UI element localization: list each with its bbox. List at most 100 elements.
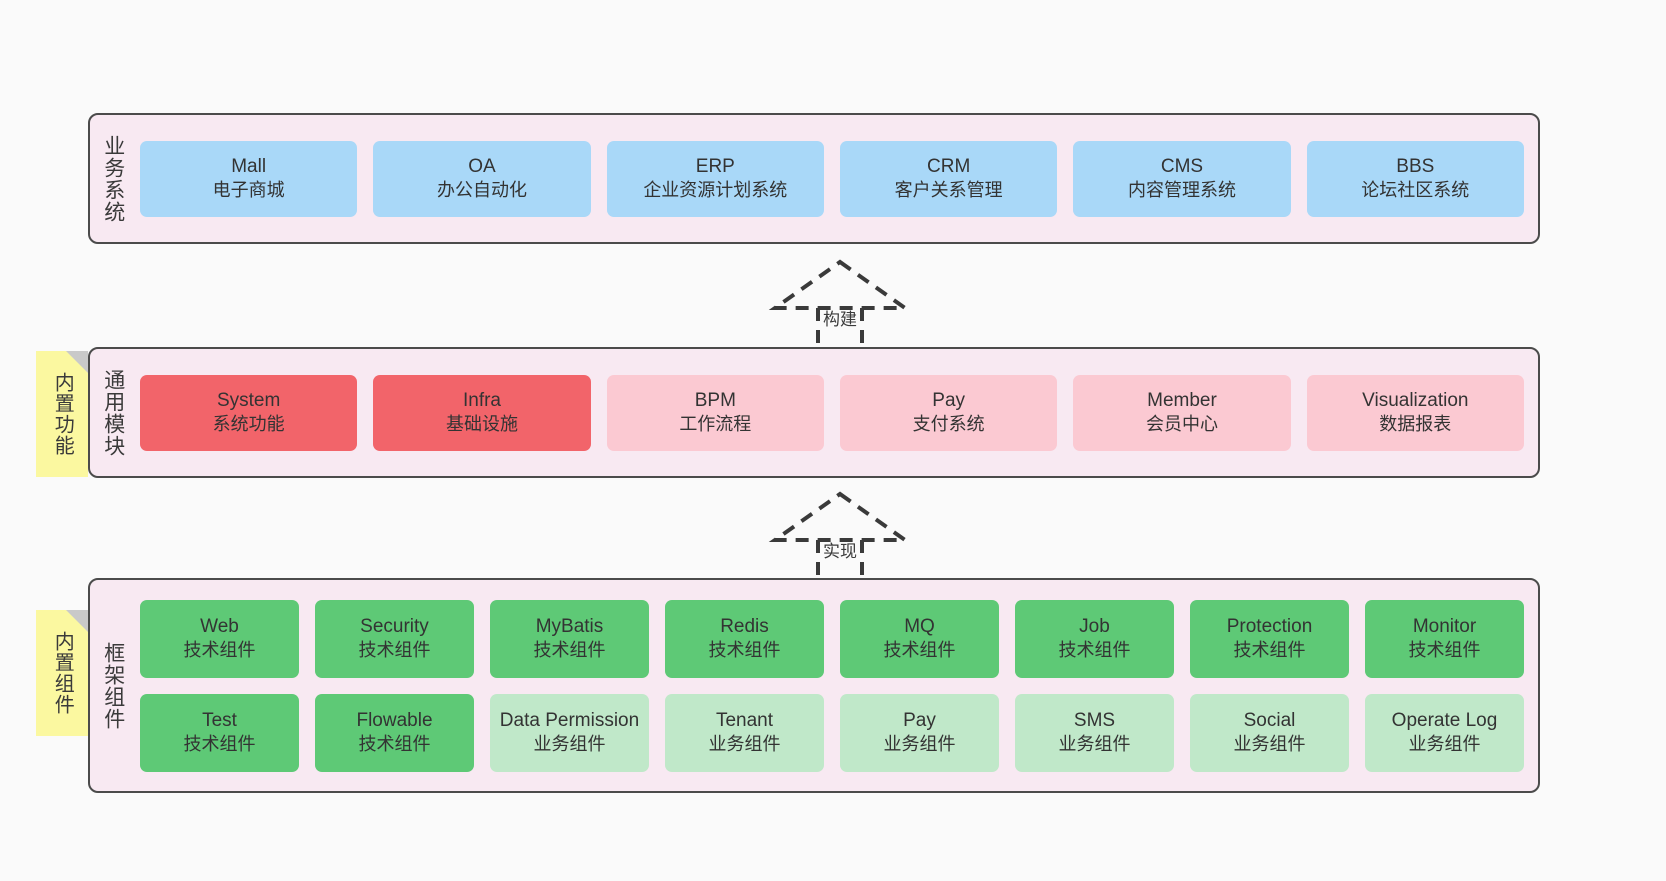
card-title: Member (1147, 389, 1217, 411)
layer-framework-component: 框架组件 Web 技术组件 Security 技术组件 MyBatis 技术组件… (88, 578, 1540, 793)
card-title: Protection (1226, 615, 1313, 637)
card-title: Security (360, 615, 429, 637)
card-bbs[interactable]: BBS 论坛社区系统 (1306, 140, 1524, 217)
card-mall[interactable]: Mall 电子商城 (140, 140, 358, 217)
card-subtitle: 技术组件 (183, 734, 256, 755)
note-builtin-feature: 内置功能 (36, 351, 88, 477)
card-subtitle: 技术组件 (183, 640, 256, 661)
card-monitor[interactable]: Monitor 技术组件 (1365, 599, 1524, 678)
card-title: Mall (231, 155, 267, 177)
card-subtitle: 技术组件 (358, 640, 431, 661)
card-title: Infra (462, 389, 501, 411)
card-subtitle: 技术组件 (533, 640, 606, 661)
card-title: Data Permission (499, 709, 640, 731)
card-subtitle: 客户关系管理 (894, 180, 1003, 201)
card-title: MyBatis (535, 615, 604, 637)
card-subtitle: 办公自动化 (436, 180, 527, 201)
card-job[interactable]: Job 技术组件 (1015, 599, 1174, 678)
card-web[interactable]: Web 技术组件 (140, 599, 299, 678)
card-operate-log[interactable]: Operate Log 业务组件 (1365, 693, 1524, 772)
card-subtitle: 业务组件 (1233, 734, 1306, 755)
card-mybatis[interactable]: MyBatis 技术组件 (490, 599, 649, 678)
card-subtitle: 基础设施 (445, 414, 518, 435)
card-title: BPM (694, 389, 736, 411)
card-row-tech: Web 技术组件 Security 技术组件 MyBatis 技术组件 Redi… (140, 599, 1524, 678)
card-subtitle: 业务组件 (1058, 734, 1131, 755)
card-cms[interactable]: CMS 内容管理系统 (1073, 140, 1291, 217)
card-subtitle: 技术组件 (1058, 640, 1131, 661)
card-flowable[interactable]: Flowable 技术组件 (315, 693, 474, 772)
connector-label: 实现 (823, 542, 857, 561)
card-social[interactable]: Social 业务组件 (1190, 693, 1349, 772)
card-subtitle: 论坛社区系统 (1361, 180, 1470, 201)
card-pay[interactable]: Pay 支付系统 (839, 374, 1058, 451)
layer-title-common: 通用模块 (101, 368, 125, 457)
card-subtitle: 业务组件 (533, 734, 606, 755)
connector-label: 构建 (823, 310, 857, 329)
card-member[interactable]: Member 会员中心 (1073, 374, 1291, 451)
card-title: Pay (932, 389, 966, 411)
card-subtitle: 技术组件 (1233, 640, 1306, 661)
card-title: OA (468, 155, 496, 177)
note-builtin-component: 内置组件 (36, 610, 88, 736)
card-row: System 系统功能 Infra 基础设施 BPM 工作流程 Pay 支付系统… (140, 374, 1524, 451)
note-fold-corner-icon (66, 351, 88, 373)
card-title: System (216, 389, 281, 411)
card-title: CMS (1160, 155, 1204, 177)
card-title: SMS (1073, 709, 1116, 731)
card-subtitle: 业务组件 (1408, 734, 1481, 755)
layer-title-framework: 框架组件 (101, 641, 125, 730)
card-tenant[interactable]: Tenant 业务组件 (665, 693, 824, 772)
layer-body-business: Mall 电子商城 OA 办公自动化 ERP 企业资源计划系统 CRM 客户关系… (136, 115, 1538, 242)
card-title: Tenant (715, 709, 774, 731)
card-subtitle: 企业资源计划系统 (643, 180, 788, 201)
card-test[interactable]: Test 技术组件 (140, 693, 299, 772)
card-subtitle: 数据报表 (1379, 414, 1452, 435)
card-subtitle: 系统功能 (212, 414, 285, 435)
card-erp[interactable]: ERP 企业资源计划系统 (606, 140, 824, 217)
card-title: CRM (927, 155, 971, 177)
card-redis[interactable]: Redis 技术组件 (665, 599, 824, 678)
realization-arrow-icon (768, 491, 912, 584)
card-title: Monitor (1412, 615, 1477, 637)
card-subtitle: 电子商城 (212, 180, 285, 201)
card-protection[interactable]: Protection 技术组件 (1190, 599, 1349, 678)
card-subtitle: 技术组件 (883, 640, 956, 661)
card-oa[interactable]: OA 办公自动化 (373, 140, 591, 217)
card-sms[interactable]: SMS 业务组件 (1015, 693, 1174, 772)
card-bpm[interactable]: BPM 工作流程 (606, 374, 824, 451)
card-pay-component[interactable]: Pay 业务组件 (840, 693, 999, 772)
card-title: Visualization (1362, 389, 1469, 411)
card-data-permission[interactable]: Data Permission 业务组件 (490, 693, 649, 772)
connector-build: 构建 (760, 258, 920, 352)
card-title: Flowable (356, 709, 433, 731)
card-subtitle: 技术组件 (1408, 640, 1481, 661)
card-title: MQ (904, 615, 935, 637)
card-subtitle: 工作流程 (679, 414, 752, 435)
layer-title-business: 业务系统 (101, 134, 125, 223)
card-row-business: Test 技术组件 Flowable 技术组件 Data Permission … (140, 693, 1524, 772)
card-subtitle: 会员中心 (1145, 414, 1218, 435)
layer-business-system: 业务系统 Mall 电子商城 OA 办公自动化 ERP 企业资源计划系统 CRM… (88, 113, 1540, 244)
card-title: Test (202, 709, 237, 731)
card-subtitle: 业务组件 (708, 734, 781, 755)
card-subtitle: 技术组件 (358, 734, 431, 755)
card-title: Operate Log (1391, 709, 1498, 731)
note-fold-corner-icon (66, 610, 88, 632)
card-security[interactable]: Security 技术组件 (315, 599, 474, 678)
card-subtitle: 业务组件 (883, 734, 956, 755)
layer-body-common: System 系统功能 Infra 基础设施 BPM 工作流程 Pay 支付系统… (136, 349, 1538, 476)
card-system[interactable]: System 系统功能 (140, 374, 358, 451)
card-mq[interactable]: MQ 技术组件 (840, 599, 999, 678)
card-subtitle: 内容管理系统 (1127, 180, 1236, 201)
card-visualization[interactable]: Visualization 数据报表 (1306, 374, 1524, 451)
card-infra[interactable]: Infra 基础设施 (373, 374, 591, 451)
card-title: Web (200, 615, 239, 637)
card-title: Job (1079, 615, 1110, 637)
card-title: Pay (903, 709, 936, 731)
connector-realize: 实现 (760, 490, 920, 584)
card-crm[interactable]: CRM 客户关系管理 (839, 140, 1058, 217)
card-title: Redis (720, 615, 769, 637)
layer-common-module: 通用模块 System 系统功能 Infra 基础设施 BPM 工作流程 Pay… (88, 347, 1540, 478)
